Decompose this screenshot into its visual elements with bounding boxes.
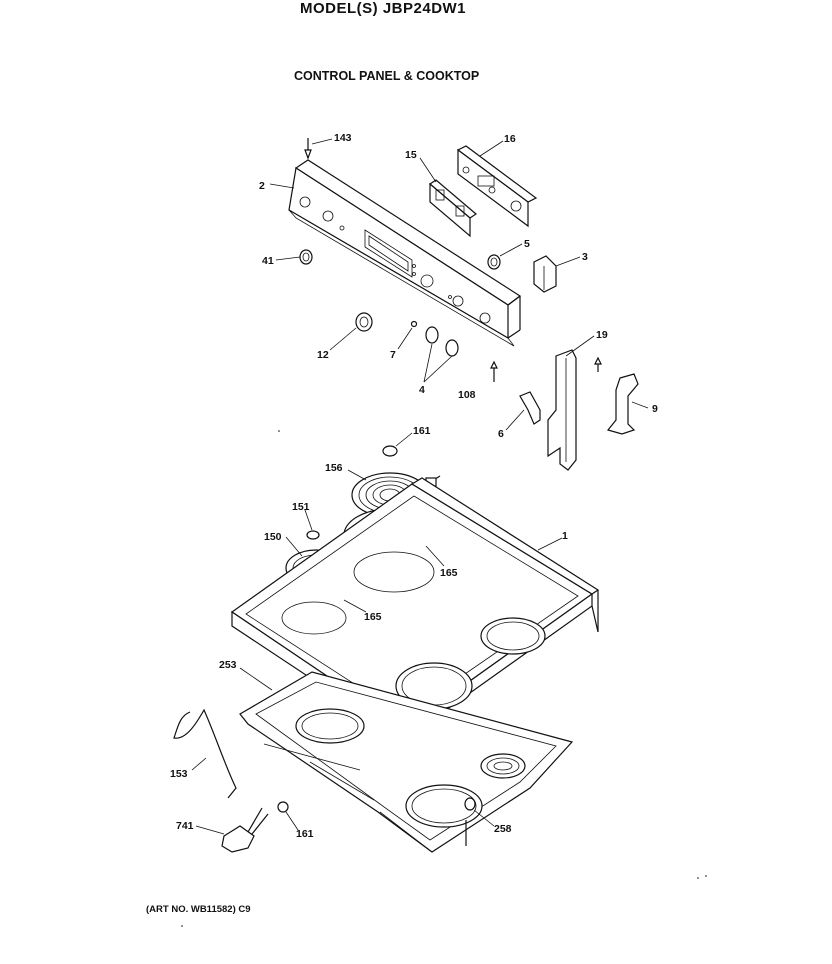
receptacle-258 bbox=[464, 797, 476, 846]
label-19: 19 bbox=[596, 329, 608, 341]
label-741: 741 bbox=[176, 820, 194, 832]
label-151: 151 bbox=[292, 501, 310, 513]
label-165-lower: 165 bbox=[364, 611, 382, 623]
label-3: 3 bbox=[582, 251, 588, 263]
screw-143 bbox=[304, 138, 312, 160]
label-161-top: 161 bbox=[413, 425, 431, 437]
label-16: 16 bbox=[504, 133, 516, 145]
label-2: 2 bbox=[259, 180, 265, 192]
label-5: 5 bbox=[524, 238, 530, 250]
label-41: 41 bbox=[262, 255, 274, 267]
knobs-4 bbox=[425, 326, 459, 357]
label-165-upper: 165 bbox=[440, 567, 458, 579]
bracket-19 bbox=[547, 349, 602, 471]
label-253: 253 bbox=[219, 659, 237, 671]
leader-lines bbox=[191, 138, 649, 835]
knob-5 bbox=[487, 254, 501, 270]
control-board-16 bbox=[456, 145, 538, 228]
cap-161-bottom bbox=[277, 801, 289, 813]
burner-box-253 bbox=[239, 671, 574, 853]
label-156: 156 bbox=[325, 462, 343, 474]
hinge-9 bbox=[606, 373, 639, 435]
cooktop-1 bbox=[230, 477, 600, 742]
label-15: 15 bbox=[405, 149, 417, 161]
clip-7 bbox=[410, 320, 418, 328]
label-153: 153 bbox=[170, 768, 188, 780]
switch-3 bbox=[533, 255, 557, 293]
knob-41 bbox=[299, 249, 313, 265]
control-panel-backsplash bbox=[288, 159, 522, 347]
label-258: 258 bbox=[494, 823, 512, 835]
label-4: 4 bbox=[419, 384, 425, 396]
cap-161-top bbox=[382, 445, 398, 457]
screw-108 bbox=[490, 360, 498, 382]
label-161-bottom: 161 bbox=[296, 828, 314, 840]
model-title: MODEL(S) JBP24DW1 bbox=[300, 0, 467, 17]
label-150: 150 bbox=[264, 531, 282, 543]
label-7: 7 bbox=[390, 349, 396, 361]
wire-harness-153 bbox=[173, 708, 237, 799]
diagram-subtitle: CONTROL PANEL & COOKTOP bbox=[294, 69, 480, 83]
terminal-block-741 bbox=[221, 807, 269, 853]
label-143: 143 bbox=[334, 132, 352, 144]
label-1: 1 bbox=[562, 530, 568, 542]
label-12: 12 bbox=[317, 349, 329, 361]
cap-151 bbox=[306, 530, 320, 540]
label-9: 9 bbox=[652, 403, 658, 415]
label-6: 6 bbox=[498, 428, 504, 440]
switch-plate-15 bbox=[429, 179, 477, 238]
knob-12 bbox=[355, 312, 373, 332]
label-108: 108 bbox=[458, 389, 476, 401]
bracket-6 bbox=[519, 391, 541, 425]
art-number: (ART NO. WB11582) C9 bbox=[146, 904, 251, 915]
